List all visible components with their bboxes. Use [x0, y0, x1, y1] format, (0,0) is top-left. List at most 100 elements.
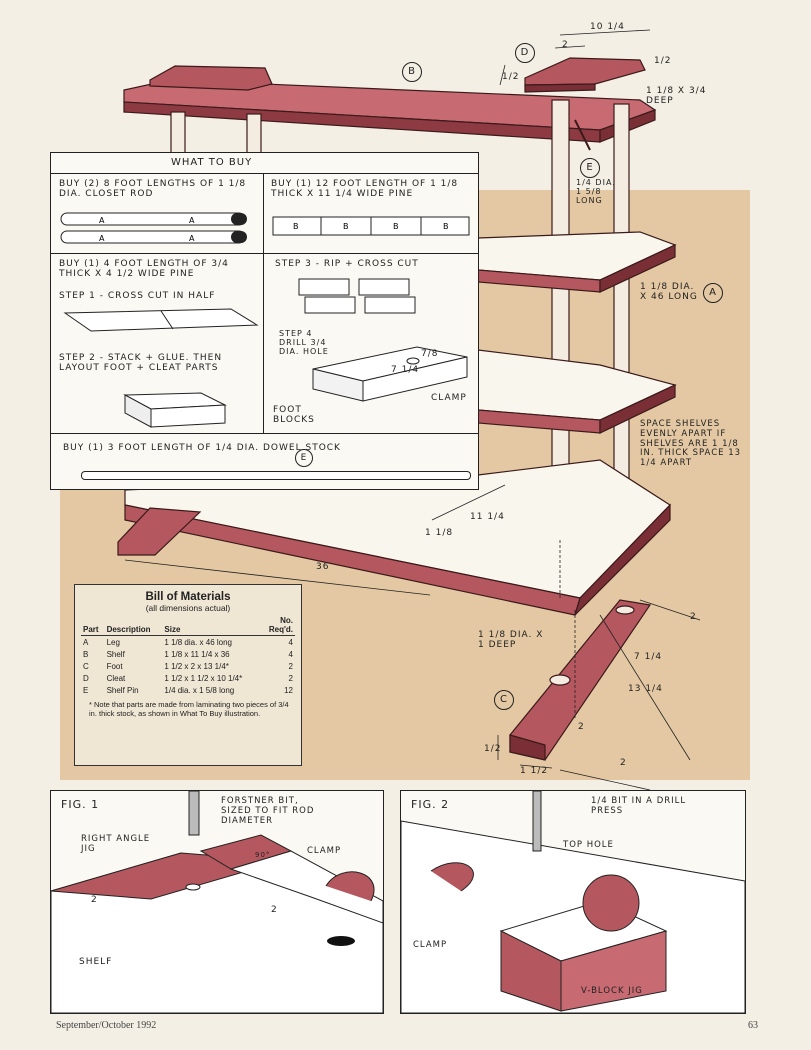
dim-foot-z3: 2: [620, 758, 627, 768]
step-3-text: STEP 3 - RIP + CROSS CUT: [275, 259, 419, 269]
step-4-clamp: CLAMP: [431, 393, 467, 403]
dim-foot-z: 2: [690, 612, 697, 622]
cell-size: 1/4 dia. x 1 5/8 long: [164, 685, 235, 695]
cell-size: 1 1/8 dia. x 46 long: [164, 637, 232, 647]
cell-part: C: [83, 661, 89, 671]
cell-qty: 4: [288, 649, 293, 659]
fig-1-z1: 2: [91, 895, 98, 905]
part-label-d: D: [515, 43, 535, 63]
cell-part: B: [83, 649, 89, 659]
bom-note: * Note that parts are made from laminati…: [89, 700, 289, 718]
panel-divider-v2: [263, 253, 264, 433]
bom-title: Bill of Materials: [145, 591, 231, 603]
fig-1-angle: 90°: [255, 851, 271, 859]
buy-board-text: BUY (1) 4 FOOT LENGTH OF 3/4 THICK x 4 1…: [59, 259, 229, 280]
dim-foot-length: 13 1/4: [628, 684, 663, 694]
dim-shelf-thickness: 1 1/8: [425, 528, 454, 538]
panel-divider-h1: [51, 253, 478, 254]
table-row: D Cleat 1 1/2 x 1 1/2 x 10 1/4* 2: [81, 672, 295, 684]
svg-text:B: B: [443, 222, 449, 231]
fig-2-vblock-label: V-BLOCK JIG: [581, 986, 643, 996]
cell-description: Leg: [106, 637, 120, 647]
step-4-dim-b: 7 1/4: [391, 365, 420, 375]
step-4-text: STEP 4 DRILL 3/4 DIA. HOLE: [279, 329, 329, 357]
fig-1-z2: 2: [271, 905, 278, 915]
dim-shelf-length: 36: [316, 562, 330, 572]
svg-text:B: B: [393, 222, 399, 231]
title-rule: [51, 173, 478, 174]
bom-subtitle: (all dimensions actual): [145, 603, 231, 613]
foot-blocks-label: FOOT BLOCKS: [273, 405, 315, 426]
panel-divider-v: [263, 173, 264, 253]
step-2-text: STEP 2 - STACK + GLUE. THEN LAYOUT FOOT …: [59, 353, 223, 374]
cell-qty: 12: [284, 685, 293, 695]
leg-note: 1 1/8 DIA. x 46 LONG: [640, 282, 698, 303]
footer-issue: September/October 1992: [56, 1020, 157, 1031]
step-4-illustration: [312, 346, 468, 402]
cell-description: Shelf: [106, 649, 125, 659]
fig-1-shelf-label: SHELF: [79, 957, 113, 967]
part-label-e: E: [580, 158, 600, 178]
cell-qty: 4: [288, 637, 293, 647]
step-4-dim-a: 7/8: [421, 349, 439, 359]
svg-text:B: B: [293, 222, 299, 231]
dim-cleat-end: 1/2: [654, 56, 672, 66]
cell-part: E: [83, 685, 89, 695]
part-label-b: B: [402, 62, 422, 82]
part-label-a: A: [703, 283, 723, 303]
bom-header-size: Size: [162, 615, 261, 636]
step-3-illustration: [298, 278, 416, 314]
dim-foot-half: 1/2: [484, 744, 502, 754]
what-to-buy-panel: WHAT TO BUY BUY (2) 8 FOOT LENGTHS OF 1 …: [50, 152, 479, 490]
cell-description: Cleat: [106, 673, 126, 683]
footer-page-number: 63: [748, 1020, 758, 1031]
part-label-c: C: [494, 690, 514, 710]
cell-qty: 2: [288, 673, 293, 683]
fig-2-title: FIG. 2: [411, 798, 450, 811]
pin-note: 1/4 DIA. 1 5/8 LONG: [576, 178, 616, 206]
cell-size: 1 1/8 x 11 1/4 x 36: [164, 649, 230, 659]
svg-text:A: A: [189, 234, 195, 243]
cell-qty: 2: [288, 661, 293, 671]
bill-of-materials: Bill of Materials (all dimensions actual…: [74, 584, 302, 766]
fig-2-clamp-label: CLAMP: [413, 940, 448, 950]
fig-1-forstner-label: FORSTNER BIT, SIZED TO FIT ROD DIAMETER: [221, 796, 315, 826]
buy-pine-text: BUY (1) 12 FOOT LENGTH OF 1 1/8 THICK x …: [271, 179, 459, 200]
buy-rod-text: BUY (2) 8 FOOT LENGTHS OF 1 1/8 DIA. CLO…: [59, 179, 247, 200]
dim-cleat-length: 10 1/4: [590, 22, 625, 32]
svg-text:A: A: [99, 216, 105, 225]
panel-divider-h2: [51, 433, 478, 434]
svg-text:A: A: [99, 234, 105, 243]
step-2-illustration: [123, 392, 227, 428]
dim-cleat-height: 1/2: [502, 72, 520, 82]
dim-foot-width: 1 1/2: [520, 766, 549, 776]
dim-foot-mid: 7 1/4: [634, 652, 663, 662]
dim-cleat-hole: 1 1/8 x 3/4 DEEP: [646, 86, 707, 107]
what-to-buy-title: WHAT TO BUY: [171, 157, 253, 168]
dim-cleat-mid: 2: [562, 40, 569, 50]
fig-1-illustration: [51, 791, 383, 1013]
step-1-text: STEP 1 - CROSS CUT IN HALF: [59, 291, 216, 301]
dowel-part-label: E: [295, 449, 313, 467]
step-1-illustration: [63, 308, 259, 332]
fig-1-panel: FIG. 1 FORSTNER BIT, SIZED TO FIT ROD DI…: [50, 790, 384, 1014]
fig-1-title: FIG. 1: [61, 798, 100, 811]
dowel-illustration: [81, 471, 471, 480]
buy-dowel-text: BUY (1) 3 FOOT LENGTH OF 1/4 DIA. DOWEL …: [63, 443, 341, 453]
bom-header-part: Part: [81, 615, 105, 636]
cell-part: D: [83, 673, 89, 683]
fig-1-jig-label: RIGHT ANGLE JIG: [81, 834, 151, 854]
cell-description: Foot: [106, 661, 123, 671]
dim-shelf-width: 11 1/4: [470, 512, 505, 522]
foot-hole-note: 1 1/8 DIA. x 1 DEEP: [478, 630, 544, 651]
cell-size: 1 1/2 x 1 1/2 x 10 1/4*: [164, 673, 243, 683]
spacing-note: SPACE SHELVES EVENLY APART IF SHELVES AR…: [640, 419, 742, 469]
fig-2-panel: FIG. 2 1/4 BIT IN A DRILL PRESS TOP HOLE…: [400, 790, 746, 1014]
bom-header-qty: No. Req'd.: [261, 615, 295, 636]
